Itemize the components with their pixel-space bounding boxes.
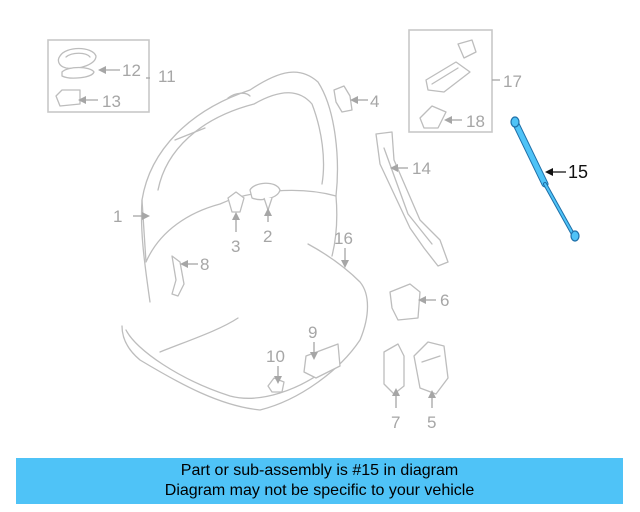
seal-and-cable: [121, 243, 369, 411]
striker-6: [389, 283, 421, 321]
callout-5: 5: [427, 413, 436, 432]
callout-4: 4: [370, 92, 379, 111]
hinge-arm-14: [375, 131, 449, 267]
banner-line-part: Part or sub-assembly is #15 in diagram: [180, 462, 459, 479]
callout-7: 7: [391, 413, 400, 432]
parts-diagram: 12 11 13 4 17 18 14 15 1 3 2 16 8 6 9 10…: [47, 29, 588, 432]
hinge-4: [333, 85, 353, 113]
callout-10: 10: [266, 347, 285, 366]
callout-1: 1: [113, 207, 122, 226]
callout-8: 8: [200, 255, 209, 274]
callout-9: 9: [308, 323, 317, 342]
callout-3: 3: [231, 237, 240, 256]
banner-line-disclaimer: Diagram may not be specific to your vehi…: [164, 482, 475, 499]
callout-12: 12: [122, 61, 141, 80]
gas-strut-15: [510, 116, 580, 242]
callout-18: 18: [466, 112, 485, 131]
callout-box-17: [408, 29, 493, 133]
callout-17: 17: [503, 72, 522, 91]
callout-15: 15: [568, 162, 588, 182]
callout-2: 2: [263, 227, 272, 246]
callout-6: 6: [440, 291, 449, 310]
part-info-banner: Part or sub-assembly is #15 in diagram D…: [16, 458, 623, 504]
callout-box-11: [47, 39, 150, 113]
callout-14: 14: [412, 159, 431, 178]
bumper-stops: [227, 182, 281, 213]
latch-9: [303, 343, 341, 379]
callout-11: 11: [158, 67, 176, 86]
bracket-8: [171, 255, 185, 297]
lock-parts-5-7: [383, 341, 449, 395]
hood-panel: [140, 71, 339, 303]
callout-13: 13: [102, 92, 121, 111]
leader-lines: [78, 66, 566, 408]
callout-16: 16: [334, 229, 353, 248]
